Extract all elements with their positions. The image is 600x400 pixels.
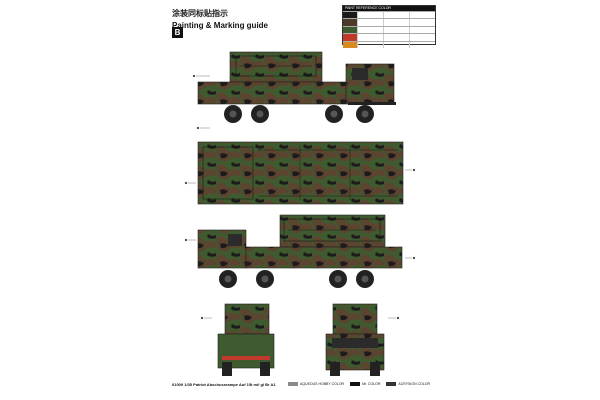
legend-label: ACRYSION COLOR (398, 382, 431, 386)
legend-label: Mr. COLOR (362, 382, 381, 386)
paint-legend: AQUEOUS HOBBY COLOR Mr. COLOR ACRYSION C… (288, 382, 430, 386)
top-view (197, 141, 404, 205)
legend-swatch (350, 382, 361, 386)
legend-swatch (288, 382, 298, 386)
paint-chart-row (343, 11, 435, 19)
model-name: Patriot Abschussrampe Auf 15t mil gl Br … (193, 382, 276, 387)
side-view-left (197, 51, 396, 123)
front-view (325, 303, 385, 376)
model-scale: 1/35 (184, 382, 193, 387)
paint-chart-heading: PAINT REFERENCE COLOR (343, 6, 435, 11)
paint-swatch (343, 19, 357, 26)
legend-item: ACRYSION COLOR (386, 382, 430, 386)
paint-swatch (343, 12, 357, 19)
model-number: 01009 (172, 382, 184, 387)
paint-reference-chart: PAINT REFERENCE COLOR (342, 5, 436, 48)
paint-chart-row (343, 40, 435, 48)
legend-item: Mr. COLOR (350, 382, 380, 386)
legend-item: AQUEOUS HOBBY COLOR (288, 382, 344, 386)
paint-chart-row (343, 25, 435, 34)
paint-swatch (343, 41, 357, 48)
rear-view (217, 303, 275, 376)
legend-swatch (386, 382, 397, 386)
section-letter-badge: B (172, 27, 183, 38)
model-info: 01009 1/35 Patriot Abschussrampe Auf 15t… (172, 382, 276, 387)
legend-label: AQUEOUS HOBBY COLOR (300, 382, 345, 386)
side-view-right (197, 214, 403, 288)
paint-chart-row (343, 33, 435, 41)
callout-lines (184, 74, 416, 320)
title-english: Painting & Marking guide (172, 21, 269, 30)
paint-swatch (343, 34, 357, 41)
paint-chart-row (343, 18, 435, 26)
paint-swatch (343, 26, 357, 34)
title-chinese: 涂装同标贴指示 (172, 9, 228, 18)
